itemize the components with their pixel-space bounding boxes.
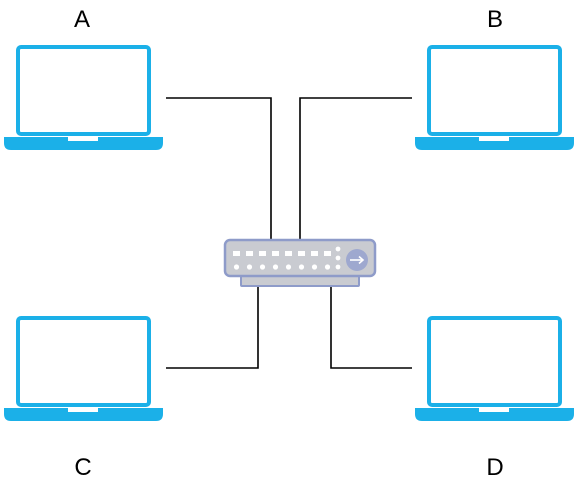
switch-ports <box>233 246 341 270</box>
link-b-switch <box>299 97 412 241</box>
links <box>166 97 412 369</box>
switch-port-led <box>259 264 266 270</box>
switch-port <box>298 251 305 256</box>
switch-port <box>324 251 331 256</box>
switch-port <box>246 251 253 256</box>
link-c-switch <box>166 287 259 369</box>
network-switch-icon <box>223 238 377 287</box>
label-c: C <box>74 454 91 481</box>
switch-port <box>272 251 279 256</box>
switch-port-led <box>311 264 318 270</box>
switch-port <box>285 251 292 256</box>
laptop-icon <box>4 316 163 421</box>
laptop-d <box>415 316 574 421</box>
laptop-b <box>415 45 574 150</box>
switch-port <box>259 251 266 256</box>
link-d-switch <box>330 287 412 369</box>
switch-port-led <box>272 264 279 270</box>
laptop-a <box>4 45 163 150</box>
switch-port <box>311 251 318 256</box>
link-a-switch <box>166 97 272 241</box>
switch-port-led <box>324 264 331 270</box>
switch-port-led <box>233 264 240 270</box>
switch-indicator <box>335 264 341 270</box>
label-a: A <box>74 6 90 33</box>
arrow-right-icon <box>350 255 365 265</box>
label-d: D <box>486 454 503 481</box>
switch-port-led <box>298 264 305 270</box>
laptop-icon <box>415 45 574 150</box>
switch-port <box>233 251 240 256</box>
switch-port-led <box>285 264 292 270</box>
laptop-icon <box>415 316 574 421</box>
switch-port-led <box>246 264 253 270</box>
label-b: B <box>487 6 503 33</box>
laptop-c <box>4 316 163 421</box>
laptop-icon <box>4 45 163 150</box>
switch-indicator <box>335 246 341 252</box>
switch-indicator <box>335 255 341 261</box>
